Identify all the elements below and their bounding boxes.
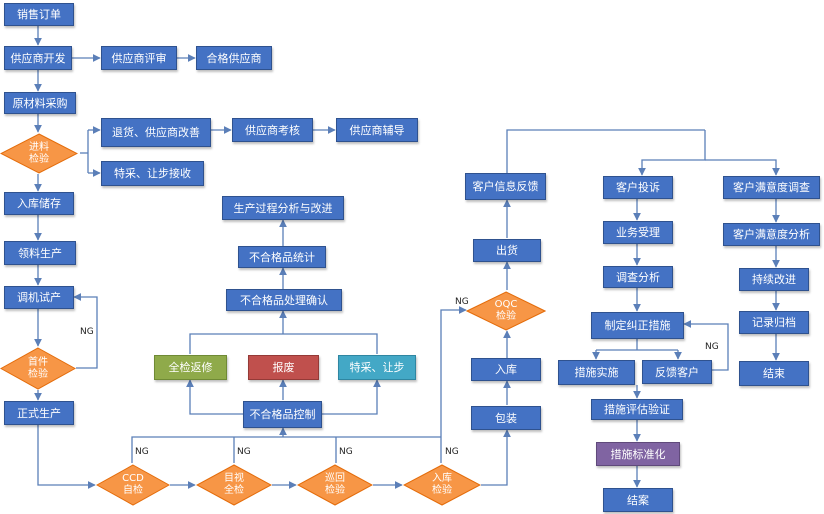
ng-label-first-article: NG <box>80 327 94 337</box>
satisfaction-analysis-box: 客户满意度分析 <box>723 223 820 246</box>
ng-label-patrol: NG <box>339 447 353 457</box>
packaging-box: 包装 <box>471 406 541 430</box>
special-acceptance-box: 特采、让步接收 <box>101 161 204 186</box>
investigation-analysis-box: 调查分析 <box>603 266 673 288</box>
return-improve-box: 退货、供应商改善 <box>101 118 211 147</box>
feedback-customer-box: 反馈客户 <box>642 360 712 384</box>
end-box: 结束 <box>739 361 809 386</box>
raw-material-purchase-box: 原材料采购 <box>4 92 76 114</box>
customer-complaint-box: 客户投诉 <box>603 176 673 199</box>
ng-label-oqc: NG <box>455 297 469 307</box>
pick-material-box: 领料生产 <box>4 241 76 265</box>
warehouse-in-box: 入库 <box>471 358 541 381</box>
warehouse-inspection-label: 入库 检验 <box>432 473 452 496</box>
oqc-inspection-label: OQC 检验 <box>494 299 518 322</box>
sales-order-box: 销售订单 <box>4 3 74 26</box>
corrective-action-box: 制定纠正措施 <box>591 312 684 339</box>
patrol-inspection-label: 巡回 检验 <box>325 473 345 496</box>
record-archive-box: 记录归档 <box>739 311 809 334</box>
ng-label-corrective: NG <box>705 342 719 352</box>
measure-implementation-box: 措施实施 <box>558 360 635 385</box>
process-analysis-box: 生产过程分析与改进 <box>222 196 344 220</box>
ng-label-ccd: NG <box>135 447 149 457</box>
first-article-diamond: 首件 检验 <box>0 347 76 390</box>
visual-full-inspection-label: 目视 全检 <box>224 473 244 496</box>
nc-statistics-box: 不合格品统计 <box>238 246 326 268</box>
ng-label-visual: NG <box>237 447 251 457</box>
stock-in-storage-box: 入库储存 <box>4 192 74 215</box>
formal-production-box: 正式生产 <box>4 401 74 425</box>
supplier-assessment-box: 供应商考核 <box>232 118 313 142</box>
visual-full-inspection-diamond: 目视 全检 <box>196 464 272 506</box>
supplier-review-box: 供应商评审 <box>101 46 177 70</box>
shipment-box: 出货 <box>473 239 541 262</box>
nc-handling-confirm-box: 不合格品处理确认 <box>226 289 342 311</box>
business-acceptance-box: 业务受理 <box>603 221 673 244</box>
scrap-box: 报废 <box>248 355 319 380</box>
supplier-development-box: 供应商开发 <box>4 46 72 70</box>
incoming-inspection-diamond: 进料 检验 <box>0 133 78 174</box>
oqc-inspection-diamond: OQC 检验 <box>466 291 546 331</box>
warehouse-inspection-diamond: 入库 检验 <box>403 464 481 506</box>
patrol-inspection-diamond: 巡回 检验 <box>297 464 373 506</box>
ccd-self-check-diamond: CCD 自检 <box>96 464 170 506</box>
supplier-coaching-box: 供应商辅导 <box>336 118 418 142</box>
ng-label-warehouse: NG <box>445 447 459 457</box>
measure-verification-box: 措施评估验证 <box>591 399 683 420</box>
satisfaction-survey-box: 客户满意度调查 <box>723 176 820 199</box>
qualified-supplier-box: 合格供应商 <box>196 46 272 70</box>
ccd-self-check-label: CCD 自检 <box>122 473 144 496</box>
special-concession-box: 特采、让步 <box>338 355 416 380</box>
continuous-improvement-box: 持续改进 <box>739 268 809 291</box>
full-rework-box: 全检返修 <box>154 355 227 380</box>
first-article-label: 首件 检验 <box>28 356 48 380</box>
customer-feedback-box: 客户信息反馈 <box>465 173 546 200</box>
case-closed-box: 结案 <box>603 488 673 512</box>
setup-trial-box: 调机试产 <box>4 286 74 309</box>
incoming-inspection-label: 进料 检验 <box>29 141 49 165</box>
nc-control-box: 不合格品控制 <box>243 401 322 428</box>
measure-standardization-box: 措施标准化 <box>596 442 680 466</box>
